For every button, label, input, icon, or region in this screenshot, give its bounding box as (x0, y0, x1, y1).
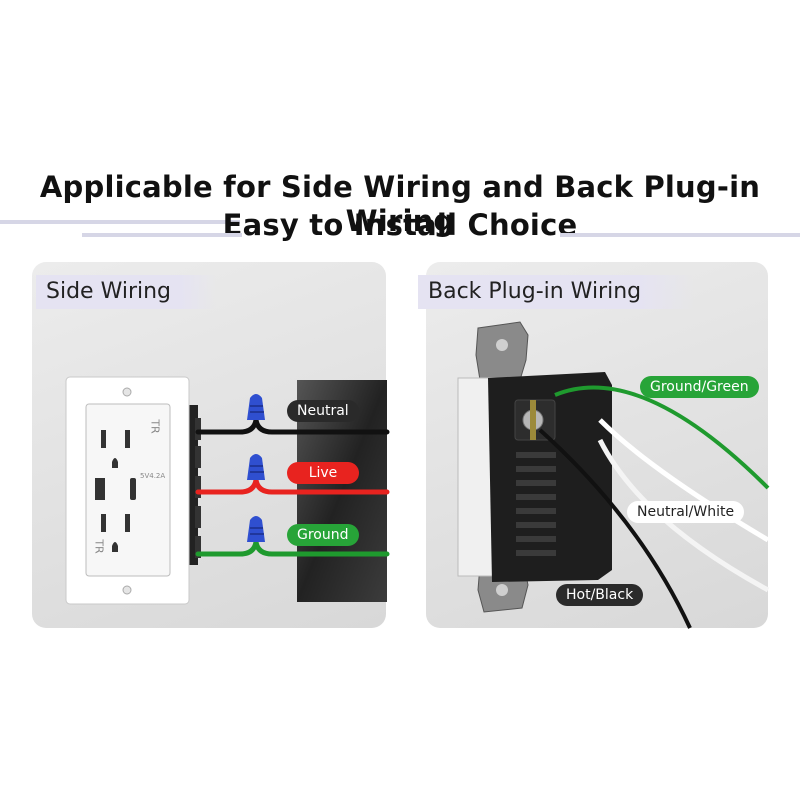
heading-line-1: Applicable for Side Wiring and Back Plug… (39, 170, 761, 238)
label-ground: Ground (287, 524, 359, 546)
outlet-usb-rating: 5V4.2A (140, 472, 166, 480)
ground-wire-back (554, 385, 770, 490)
side-wiring-title: Side Wiring (36, 275, 216, 309)
mounting-strap (475, 321, 529, 613)
heading-decor-line-right (560, 233, 800, 237)
label-live: Live (287, 462, 359, 484)
heading-decor-line-left (0, 220, 240, 224)
live-wire (195, 477, 390, 495)
neutral-wire (195, 417, 390, 435)
back-wiring-title: Back Plug-in Wiring (418, 275, 694, 309)
heading-line-2: Easy to Install Choice (222, 208, 578, 242)
connector-neutral (247, 394, 265, 420)
ground-wire (195, 539, 390, 557)
label-neutral: Neutral (287, 400, 359, 422)
outlet-tr-bottom: TR (92, 539, 106, 554)
label-neutral-white: Neutral/White (627, 501, 745, 523)
label-hot-black: Hot/Black (556, 584, 644, 606)
heading-decor-line-mid (82, 233, 242, 237)
connector-ground (247, 516, 265, 542)
outlet-wall-plate (65, 376, 190, 605)
hot-wire-back (538, 428, 692, 629)
neutral-wire-back-1 (598, 418, 770, 543)
connector-live (247, 454, 265, 480)
label-ground-green: Ground/Green (640, 376, 759, 398)
outlet-body (488, 372, 612, 582)
outlet-tr-top: TR (148, 419, 162, 434)
